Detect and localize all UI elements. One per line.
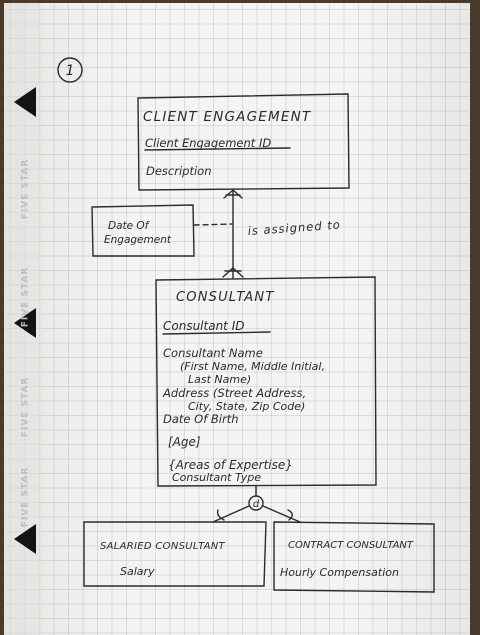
consultant-address-parts: City, State, Zip Code): [188, 400, 305, 413]
salaried-consultant-salary: Salary: [120, 565, 155, 578]
page-number-circle: [57, 57, 83, 83]
discriminator-label: d: [253, 499, 260, 510]
page-number: 1: [66, 63, 75, 79]
consultant-address: Address (Street Address,: [162, 386, 306, 400]
subset-symbol-left-icon: [216, 509, 225, 521]
client-engagement-entity-box: [137, 93, 350, 191]
binder-hole-icon: [14, 87, 36, 117]
relationship-label: is assigned to: [247, 218, 341, 238]
consultant-name: Consultant Name: [163, 346, 263, 360]
client-engagement-key-underline: [144, 147, 291, 151]
subtype-line-left: [212, 505, 250, 523]
crows-foot-top-icon: [223, 189, 243, 199]
disjoint-circle: [248, 495, 264, 511]
client-engagement-description: Description: [146, 164, 212, 178]
consultant-entity-box: [155, 276, 377, 487]
contract-consultant-entity-box: [273, 521, 435, 593]
consultant-name-parts-2: Last Name): [188, 373, 251, 386]
consultant-age: [Age]: [168, 435, 201, 449]
consultant-id: Consultant ID: [163, 319, 244, 333]
consultant-name-parts-1: (First Name, Middle Initial,: [180, 360, 325, 373]
graph-paper-sheet: [4, 3, 470, 635]
associative-dashed-line: [193, 223, 233, 226]
salaried-consultant-entity-box: [83, 521, 267, 587]
associative-attribute-box: [91, 204, 195, 257]
subtype-line-right: [262, 505, 301, 523]
consultant-expertise: {Areas of Expertise}: [168, 458, 293, 472]
consultant-type: Consultant Type: [172, 471, 261, 484]
crows-foot-bottom-icon: [222, 267, 244, 278]
consultant-dob: Date Of Birth: [163, 412, 239, 426]
contract-consultant-title: CONTRACT CONSULTANT: [288, 540, 414, 551]
binder-hole-icon: [14, 308, 36, 338]
salaried-consultant-title: SALARIED CONSULTANT: [100, 541, 226, 552]
subset-symbol-right-icon: [287, 509, 293, 521]
consultant-title: CONSULTANT: [176, 290, 274, 305]
client-engagement-title: CLIENT ENGAGEMENT: [143, 109, 312, 125]
date-of-engagement-line2: Engagement: [104, 234, 172, 246]
client-engagement-id: Client Engagement ID: [145, 136, 271, 150]
binder-hole-icon: [14, 524, 36, 554]
consultant-key-underline: [162, 331, 271, 335]
contract-consultant-compensation: Hourly Compensation: [280, 566, 399, 579]
date-of-engagement-line1: Date Of: [108, 220, 151, 232]
